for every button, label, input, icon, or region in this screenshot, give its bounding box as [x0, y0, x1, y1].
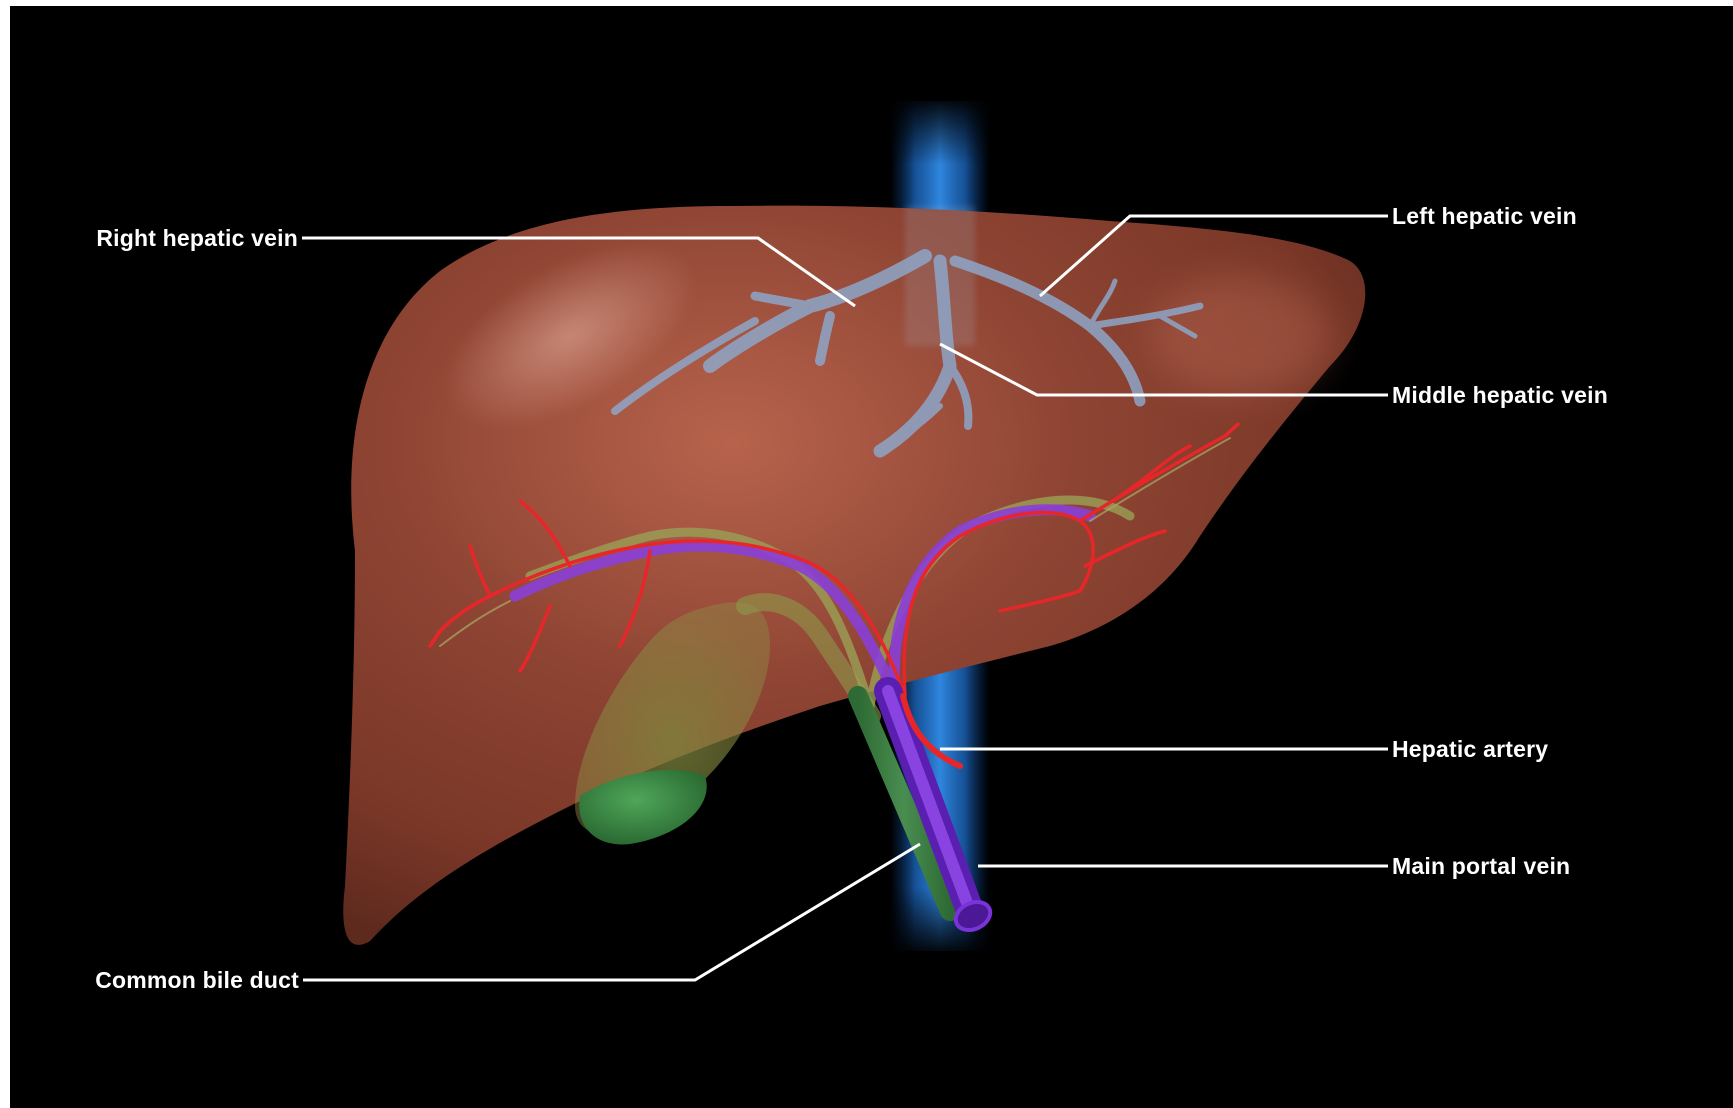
- label-hepatic-artery: Hepatic artery: [1392, 736, 1548, 762]
- label-main-portal-vein: Main portal vein: [1392, 853, 1570, 879]
- label-common-bile-duct: Common bile duct: [95, 967, 299, 993]
- diagram-canvas: Right hepatic vein Left hepatic vein Mid…: [10, 6, 1733, 1108]
- label-middle-hepatic-vein: Middle hepatic vein: [1392, 382, 1608, 408]
- label-left-hepatic-vein: Left hepatic vein: [1392, 203, 1577, 229]
- liver-anatomy-illustration: [10, 6, 1733, 1108]
- label-right-hepatic-vein: Right hepatic vein: [96, 225, 298, 251]
- liver: [343, 205, 1365, 945]
